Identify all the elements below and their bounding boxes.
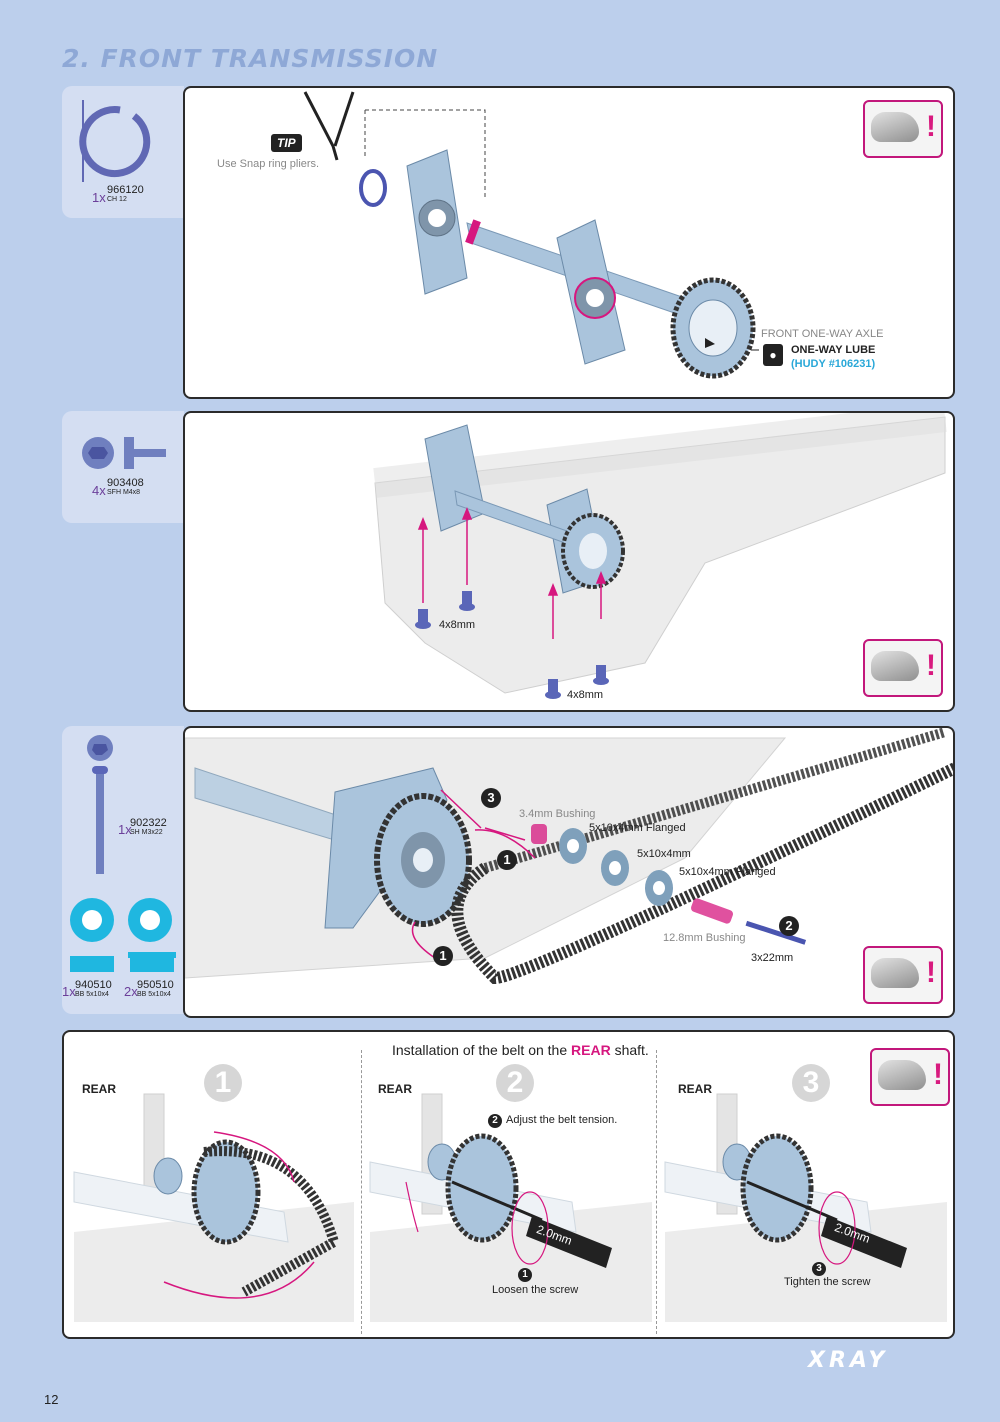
big-step-number: 3 [792, 1064, 830, 1102]
big-step-number: 2 [496, 1064, 534, 1102]
tip-text: Use Snap ring pliers. [217, 158, 320, 170]
screw-label-a: 4x8mm [439, 619, 476, 631]
adjust-belt-text: Adjust the belt tension. [506, 1114, 618, 1126]
axle-label: FRONT ONE-WAY AXLE [761, 328, 884, 340]
rear-tag: REAR [678, 1082, 713, 1096]
part-qty: 1x [92, 190, 106, 205]
step1-panel: TIP Use Snap ring pliers. FRONT ONE-WAY … [183, 86, 955, 399]
part-qty: 1x [118, 822, 132, 837]
divider [361, 1050, 362, 1334]
step3-parts-icons [70, 735, 176, 972]
big-step-number: 1 [204, 1064, 242, 1102]
warning-car-icon: ! [863, 946, 943, 1004]
step-number-badge: 2 [779, 916, 799, 936]
step3-illustration [185, 728, 953, 985]
rear-tag: REAR [82, 1082, 117, 1096]
warning-car-icon: ! [870, 1048, 950, 1106]
screw-label: 3x22mm [751, 952, 794, 964]
lube-icon: ● [763, 344, 783, 366]
step1-illustration [303, 91, 759, 379]
step2-panel: 4x8mm 4x8mm ! [183, 411, 955, 712]
part-qty: 2x [124, 984, 138, 999]
belt-install-illustration-2 [369, 1093, 652, 1322]
step-number-badge: 1 [433, 946, 453, 966]
rear-tag: REAR [378, 1082, 413, 1096]
page-number: 12 [44, 1392, 59, 1407]
tip-badge: TIP [271, 134, 302, 152]
step-number-badge: 3 [812, 1262, 826, 1276]
warning-car-icon: ! [863, 639, 943, 697]
belt-install-illustration-3 [664, 1093, 947, 1322]
step4-panel: Installation of the belt on the REAR sha… [62, 1030, 955, 1339]
xray-logo: XRAY [808, 1348, 889, 1373]
step-number-badge: 2 [488, 1114, 502, 1128]
bushing-long-label: 12.8mm Bushing [663, 932, 746, 944]
screw-label-b: 4x8mm [567, 689, 604, 701]
step4-caption: Installation of the belt on the REAR sha… [392, 1042, 649, 1058]
warning-car-icon: ! [863, 100, 943, 158]
loosen-screw-text: Loosen the screw [492, 1284, 579, 1296]
section-title: 2. FRONT TRANSMISSION [62, 44, 439, 73]
flanged-1-label: 5x10x4mm Flanged [589, 822, 686, 834]
lube-ref: (HUDY #106231) [791, 358, 876, 370]
step-number-badge: 1 [518, 1268, 532, 1282]
tighten-screw-text: Tighten the screw [784, 1276, 871, 1288]
countersunk-screw-icon [82, 437, 166, 469]
lube-label: ONE-WAY LUBE [791, 344, 876, 356]
bushing-small-label: 3.4mm Bushing [519, 808, 596, 820]
step2-illustration [373, 413, 947, 699]
step-number-badge: 1 [497, 850, 517, 870]
part-qty: 4x [92, 483, 106, 498]
snap-ring-icon [79, 100, 151, 182]
step-number-badge: 3 [481, 788, 501, 808]
snap-ring-pliers-icon [303, 91, 355, 161]
step3-panel: 3 1 2 1 3.4mm Bushing 5x10x4mm Flanged 5… [183, 726, 955, 1018]
part-qty: 1x [62, 984, 76, 999]
belt-install-illustration-1 [73, 1093, 354, 1322]
divider [656, 1050, 657, 1334]
plain-bearing-label: 5x10x4mm [637, 848, 691, 860]
flanged-2-label: 5x10x4mm Flanged [679, 866, 776, 878]
